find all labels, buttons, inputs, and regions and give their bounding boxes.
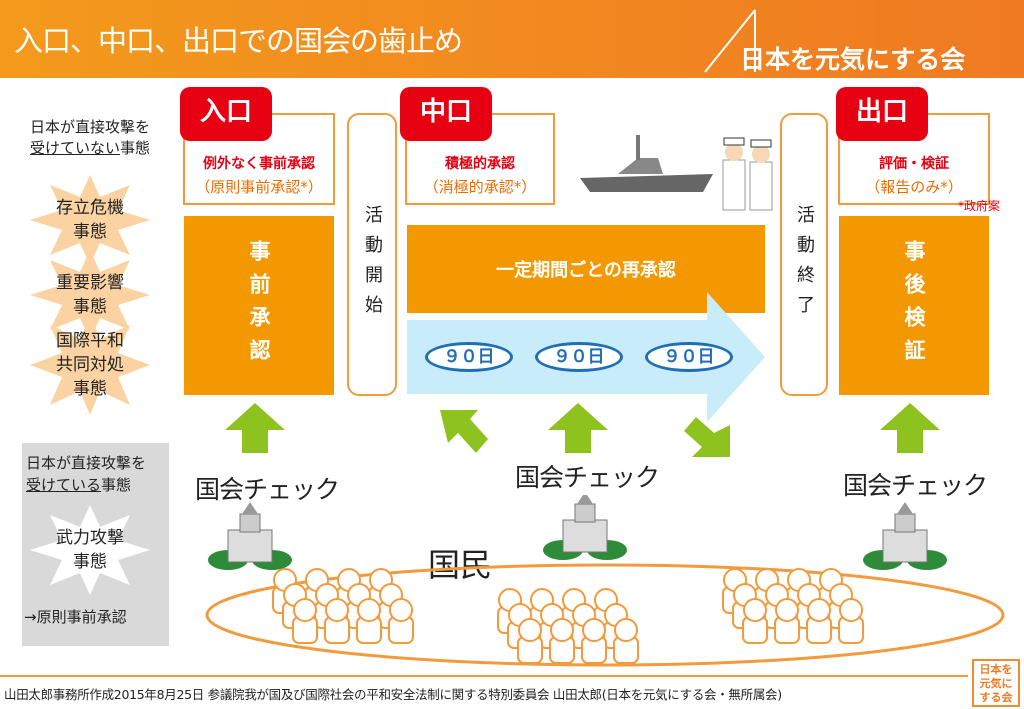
situation-burst-2: 重要影響事態 <box>30 250 150 340</box>
entry-prior-approval: 事前承認 <box>184 216 334 395</box>
armed-attack-burst: 武力攻撃事態 <box>30 505 150 595</box>
reapproval-bar: 一定期間ごとの再承認 <box>407 225 765 313</box>
diet-check-label-3: 国会チェック <box>843 471 988 500</box>
period-oval-1: ９０日 <box>425 342 513 372</box>
mini-party-logo: 日本を元気にする会 <box>972 659 1020 707</box>
party-logo: 日本を元気にする会 <box>740 45 966 74</box>
situation-burst-1: 存立危機事態 <box>30 175 150 265</box>
arrow-diag-icon <box>684 417 730 457</box>
arrow-up-icon <box>880 403 940 453</box>
exit-tab: 出口 <box>836 87 928 141</box>
header-bar <box>0 0 1024 78</box>
period-oval-2: ９０日 <box>535 342 623 372</box>
arrow-diag-icon <box>440 410 488 453</box>
diet-check-label-1: 国会チェック <box>195 475 340 504</box>
activity-end: 活動終了 <box>780 113 828 396</box>
citizens-crowd <box>205 563 1005 667</box>
citizens-ellipse <box>205 563 1005 667</box>
exit-post-review: 事後検証 <box>839 216 989 395</box>
green-arrows <box>225 403 940 457</box>
footer-credit: 山田太郎事務所作成2015年8月25日 参議院我が国及び国際社会の平和安全法制に… <box>4 687 782 702</box>
entry-tab: 入口 <box>180 87 272 141</box>
attacked-label: 日本が直接攻撃を 受けている事態 <box>26 454 147 494</box>
activity-start: 活動開始 <box>347 113 397 396</box>
crowd-group-1 <box>273 569 413 643</box>
arrow-up-icon <box>548 403 608 453</box>
crowd-group-3 <box>723 569 863 643</box>
arrow-up-icon <box>225 403 285 453</box>
diet-building-icon <box>542 495 628 561</box>
diet-check-label-2: 国会チェック <box>515 463 660 492</box>
attacked-rule: →原則事前承認 <box>24 608 127 626</box>
period-oval-3: ９０日 <box>645 342 733 372</box>
government-note: *政府案 <box>958 199 1001 213</box>
logo-slash-icon <box>704 9 756 73</box>
ship-and-crew-icon <box>580 135 773 211</box>
crowd-group-2 <box>498 589 638 663</box>
not-attacked-label: 日本が直接攻撃を 受けていない事態 <box>30 118 151 157</box>
situation-burst-3: 国際平和共同対処事態 <box>30 315 150 415</box>
citizens-label: 国民 <box>428 546 493 584</box>
page-title: 入口、中口、出口での国会の歯止め <box>14 24 463 58</box>
middle-tab: 中口 <box>400 87 492 141</box>
footer-divider <box>0 675 968 677</box>
